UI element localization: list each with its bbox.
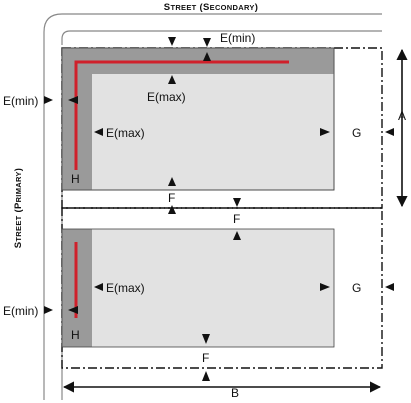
- arrow-f-bottom-up: [202, 371, 210, 381]
- building-bottom: [62, 229, 334, 347]
- arrow-emax-top: [168, 75, 176, 84]
- arrow-emax-left-top: [94, 128, 103, 136]
- arrow-f-top-up: [168, 177, 176, 186]
- label-b: B: [231, 386, 239, 400]
- label-g-bottom: G: [352, 281, 361, 295]
- dimension-arrows: [44, 37, 394, 381]
- arrow-f-top-down: [168, 205, 176, 214]
- label-emin-left-top: E(min): [3, 94, 38, 108]
- arrow-g-bottom-right: [320, 283, 330, 291]
- label-emin-left-bottom: E(min): [3, 304, 38, 318]
- label-emax-top: E(max): [147, 90, 186, 104]
- label-a: A: [398, 109, 406, 123]
- lot-bottom: [61, 207, 383, 369]
- arrow-g-top-left: [385, 128, 394, 136]
- arrow-g-top-right: [320, 128, 330, 136]
- arrow-g-bottom-left: [385, 283, 394, 291]
- lot-top: [61, 47, 383, 209]
- primary-street-label: STREET (PRIMARY): [13, 168, 24, 248]
- arrow-f-bottom-down: [202, 334, 210, 344]
- arrow-f-mid-up: [233, 231, 241, 240]
- label-g-top: G: [352, 126, 361, 140]
- label-h-bottom: H: [71, 328, 80, 342]
- secondary-street-label: STREET (SECONDARY): [164, 2, 258, 13]
- label-emin-top: E(min): [220, 31, 255, 45]
- arrow-emin-top-up: [203, 52, 211, 61]
- label-emax-left-top: E(max): [106, 126, 145, 140]
- build-to-line-top: [74, 60, 289, 170]
- secondary-street-inner-curb: [61, 30, 382, 45]
- label-f-mid: F: [233, 212, 240, 226]
- arrow-emin-left-bottom: [44, 306, 53, 314]
- label-f-bottom: F: [202, 351, 209, 365]
- arrow-emin-left-top: [44, 96, 53, 104]
- arrow-emax-left-bottom: [94, 283, 103, 291]
- label-emax-left-bottom: E(max): [106, 281, 145, 295]
- label-f-top: F: [168, 191, 175, 205]
- label-h-top: H: [71, 172, 80, 186]
- secondary-street-curb: [43, 13, 382, 400]
- arrow-emin-top-down: [168, 37, 176, 46]
- arrow-f-mid-down: [233, 198, 241, 207]
